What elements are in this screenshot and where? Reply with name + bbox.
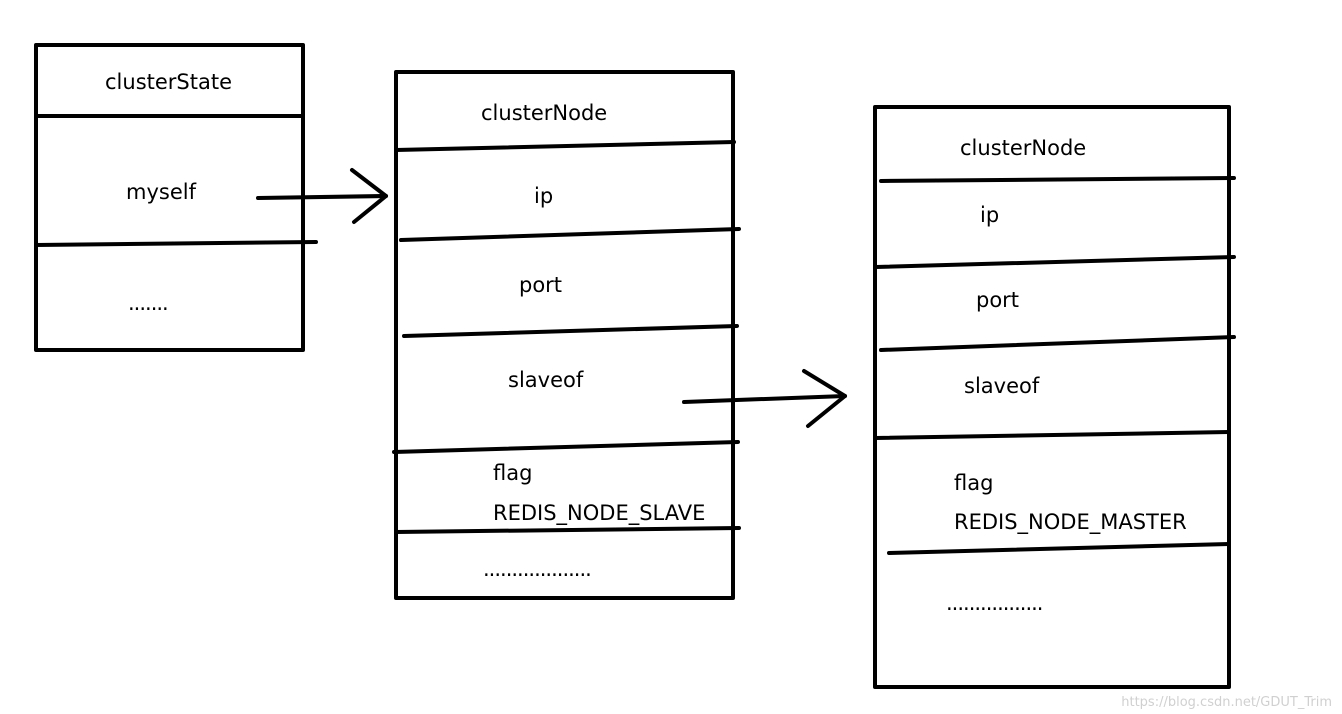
slave-ip-field-label: ip bbox=[534, 184, 554, 208]
slaveof-arrow bbox=[682, 369, 847, 428]
master-node-box bbox=[873, 105, 1236, 689]
master-flag-value: REDIS_NODE_MASTER bbox=[954, 510, 1187, 534]
master-flag-field-label: flag bbox=[954, 471, 994, 495]
slave-flag-value: REDIS_NODE_SLAVE bbox=[493, 501, 706, 525]
slave-port-field-label: port bbox=[519, 273, 563, 297]
cluster-state-ellipsis: ....... bbox=[128, 291, 169, 315]
cluster-state-title: clusterState bbox=[105, 70, 233, 94]
slave-slaveof-field-label: slaveof bbox=[508, 368, 584, 392]
myself-arrow bbox=[256, 168, 388, 224]
master-ip-field-label: ip bbox=[980, 203, 1000, 227]
slave-flag-field-label: flag bbox=[493, 461, 533, 485]
slave-node-ellipsis: ................... bbox=[483, 557, 592, 581]
master-slaveof-field-label: slaveof bbox=[964, 374, 1040, 398]
master-node-ellipsis: ................. bbox=[946, 591, 1043, 615]
master-port-field-label: port bbox=[976, 288, 1020, 312]
watermark: https://blog.csdn.net/GDUT_Trim bbox=[1121, 695, 1332, 710]
slave-node-title: clusterNode bbox=[481, 101, 608, 125]
myself-field-label: myself bbox=[126, 180, 196, 204]
master-node-title: clusterNode bbox=[960, 136, 1087, 160]
slave-node-box bbox=[392, 70, 741, 600]
